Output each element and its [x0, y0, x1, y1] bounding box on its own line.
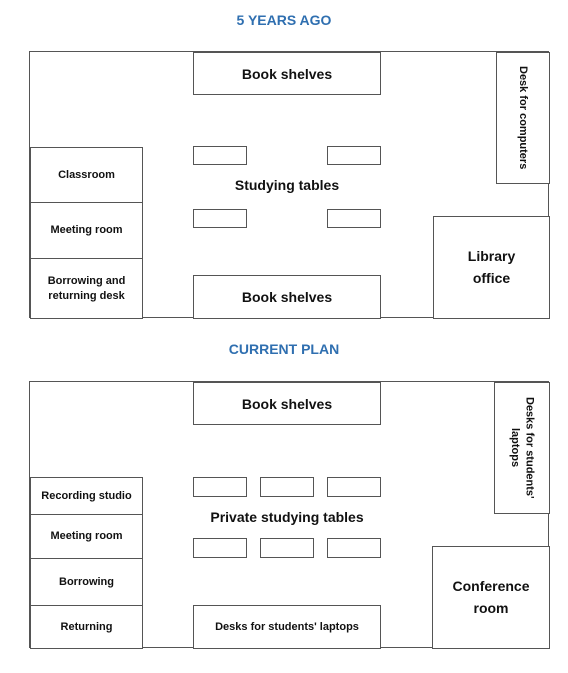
current-floor-plan: Book shelves Desks for students' laptops…	[29, 381, 550, 649]
old-plan-title: 5 YEARS AGO	[236, 12, 332, 28]
studying-tables-label: Studying tables	[234, 177, 340, 193]
studying-table	[193, 209, 247, 228]
returning: Returning	[30, 605, 143, 649]
conference-room: Conference room	[432, 546, 550, 649]
borrowing: Borrowing	[30, 558, 143, 606]
private-studying-table	[327, 538, 381, 558]
private-studying-table	[260, 477, 314, 497]
meeting-room: Meeting room	[30, 202, 143, 259]
book-shelves-bottom: Book shelves	[193, 275, 381, 319]
desks-for-laptops-bottom: Desks for students' laptops	[193, 605, 381, 649]
studying-table	[327, 209, 381, 228]
studying-table	[327, 146, 381, 165]
borrowing-returning-desk: Borrowing and returning desk	[30, 258, 143, 319]
studying-table	[193, 146, 247, 165]
classroom: Classroom	[30, 147, 143, 203]
private-studying-table	[193, 477, 247, 497]
desks-for-laptops-right: Desks for students' laptops	[494, 382, 550, 514]
desks-for-laptops-right-label: Desks for students' laptops	[509, 397, 536, 499]
meeting-room: Meeting room	[30, 514, 143, 559]
private-studying-tables-label: Private studying tables	[210, 509, 364, 525]
library-office: Library office	[433, 216, 550, 319]
desk-for-computers: Desk for computers	[496, 52, 550, 184]
old-floor-plan: Book shelves Desk for computers Classroo…	[29, 51, 550, 319]
book-shelves: Book shelves	[193, 382, 381, 425]
private-studying-table	[327, 477, 381, 497]
desk-for-computers-label: Desk for computers	[517, 66, 530, 170]
current-plan-title: CURRENT PLAN	[228, 341, 340, 357]
private-studying-table	[193, 538, 247, 558]
book-shelves-top: Book shelves	[193, 52, 381, 95]
recording-studio: Recording studio	[30, 477, 143, 515]
private-studying-table	[260, 538, 314, 558]
